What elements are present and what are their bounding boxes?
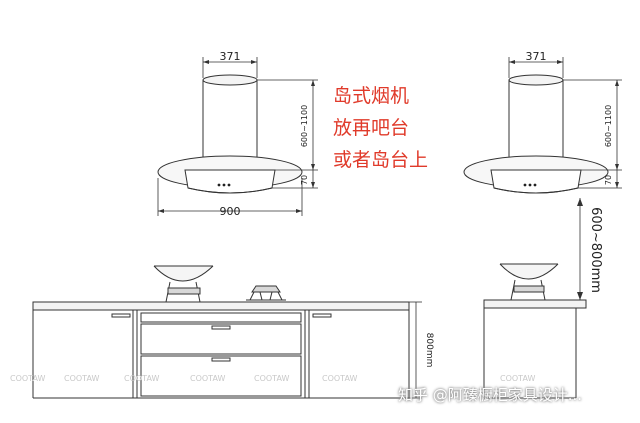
brand-watermark-strip: COOTAW COOTAW COOTAW COOTAW COOTAW COOTA… (10, 374, 535, 383)
mount-height-label: 600~800mm (588, 207, 603, 293)
right-counter (483, 299, 587, 399)
left-canopy-height-label: 70 (300, 175, 309, 185)
right-hood-width-label: 371 (526, 50, 547, 63)
brand-watermark: COOTAW (190, 374, 225, 383)
left-hood-width-label: 371 (220, 50, 241, 63)
brand-watermark: COOTAW (500, 374, 535, 383)
caption-line: 或者岛台上 (333, 149, 429, 171)
brand-watermark: COOTAW (64, 374, 99, 383)
left-canopy-width-label: 900 (220, 205, 241, 218)
right-height-label: 600~1100 (604, 105, 613, 147)
brand-watermark: COOTAW (10, 374, 45, 383)
left-wok (153, 265, 214, 303)
brand-watermark: COOTAW (124, 374, 159, 383)
caption-line: 放再吧台 (333, 117, 410, 139)
right-range-hood (463, 74, 609, 194)
caption-text: 岛式烟机 放再吧台 或者岛台上 (333, 80, 463, 176)
right-dimension-lines (508, 57, 622, 300)
left-cabinet (32, 301, 410, 399)
counter-height-dimension (409, 301, 422, 399)
left-range-hood (157, 74, 303, 194)
site-watermark: 知乎 @阿臻橱柜家具设计... (398, 386, 583, 404)
caption-line: 岛式烟机 (333, 85, 410, 107)
counter-height-label: 800mm (424, 333, 434, 368)
brand-watermark: COOTAW (254, 374, 289, 383)
left-gas-burner (246, 285, 286, 301)
right-canopy-height-label: 70 (604, 175, 613, 185)
right-wok (499, 263, 559, 301)
left-height-label: 600~1100 (300, 105, 309, 147)
left-dimension-arrows (158, 60, 315, 213)
right-dimension-arrows (509, 60, 619, 300)
brand-watermark: COOTAW (322, 374, 357, 383)
